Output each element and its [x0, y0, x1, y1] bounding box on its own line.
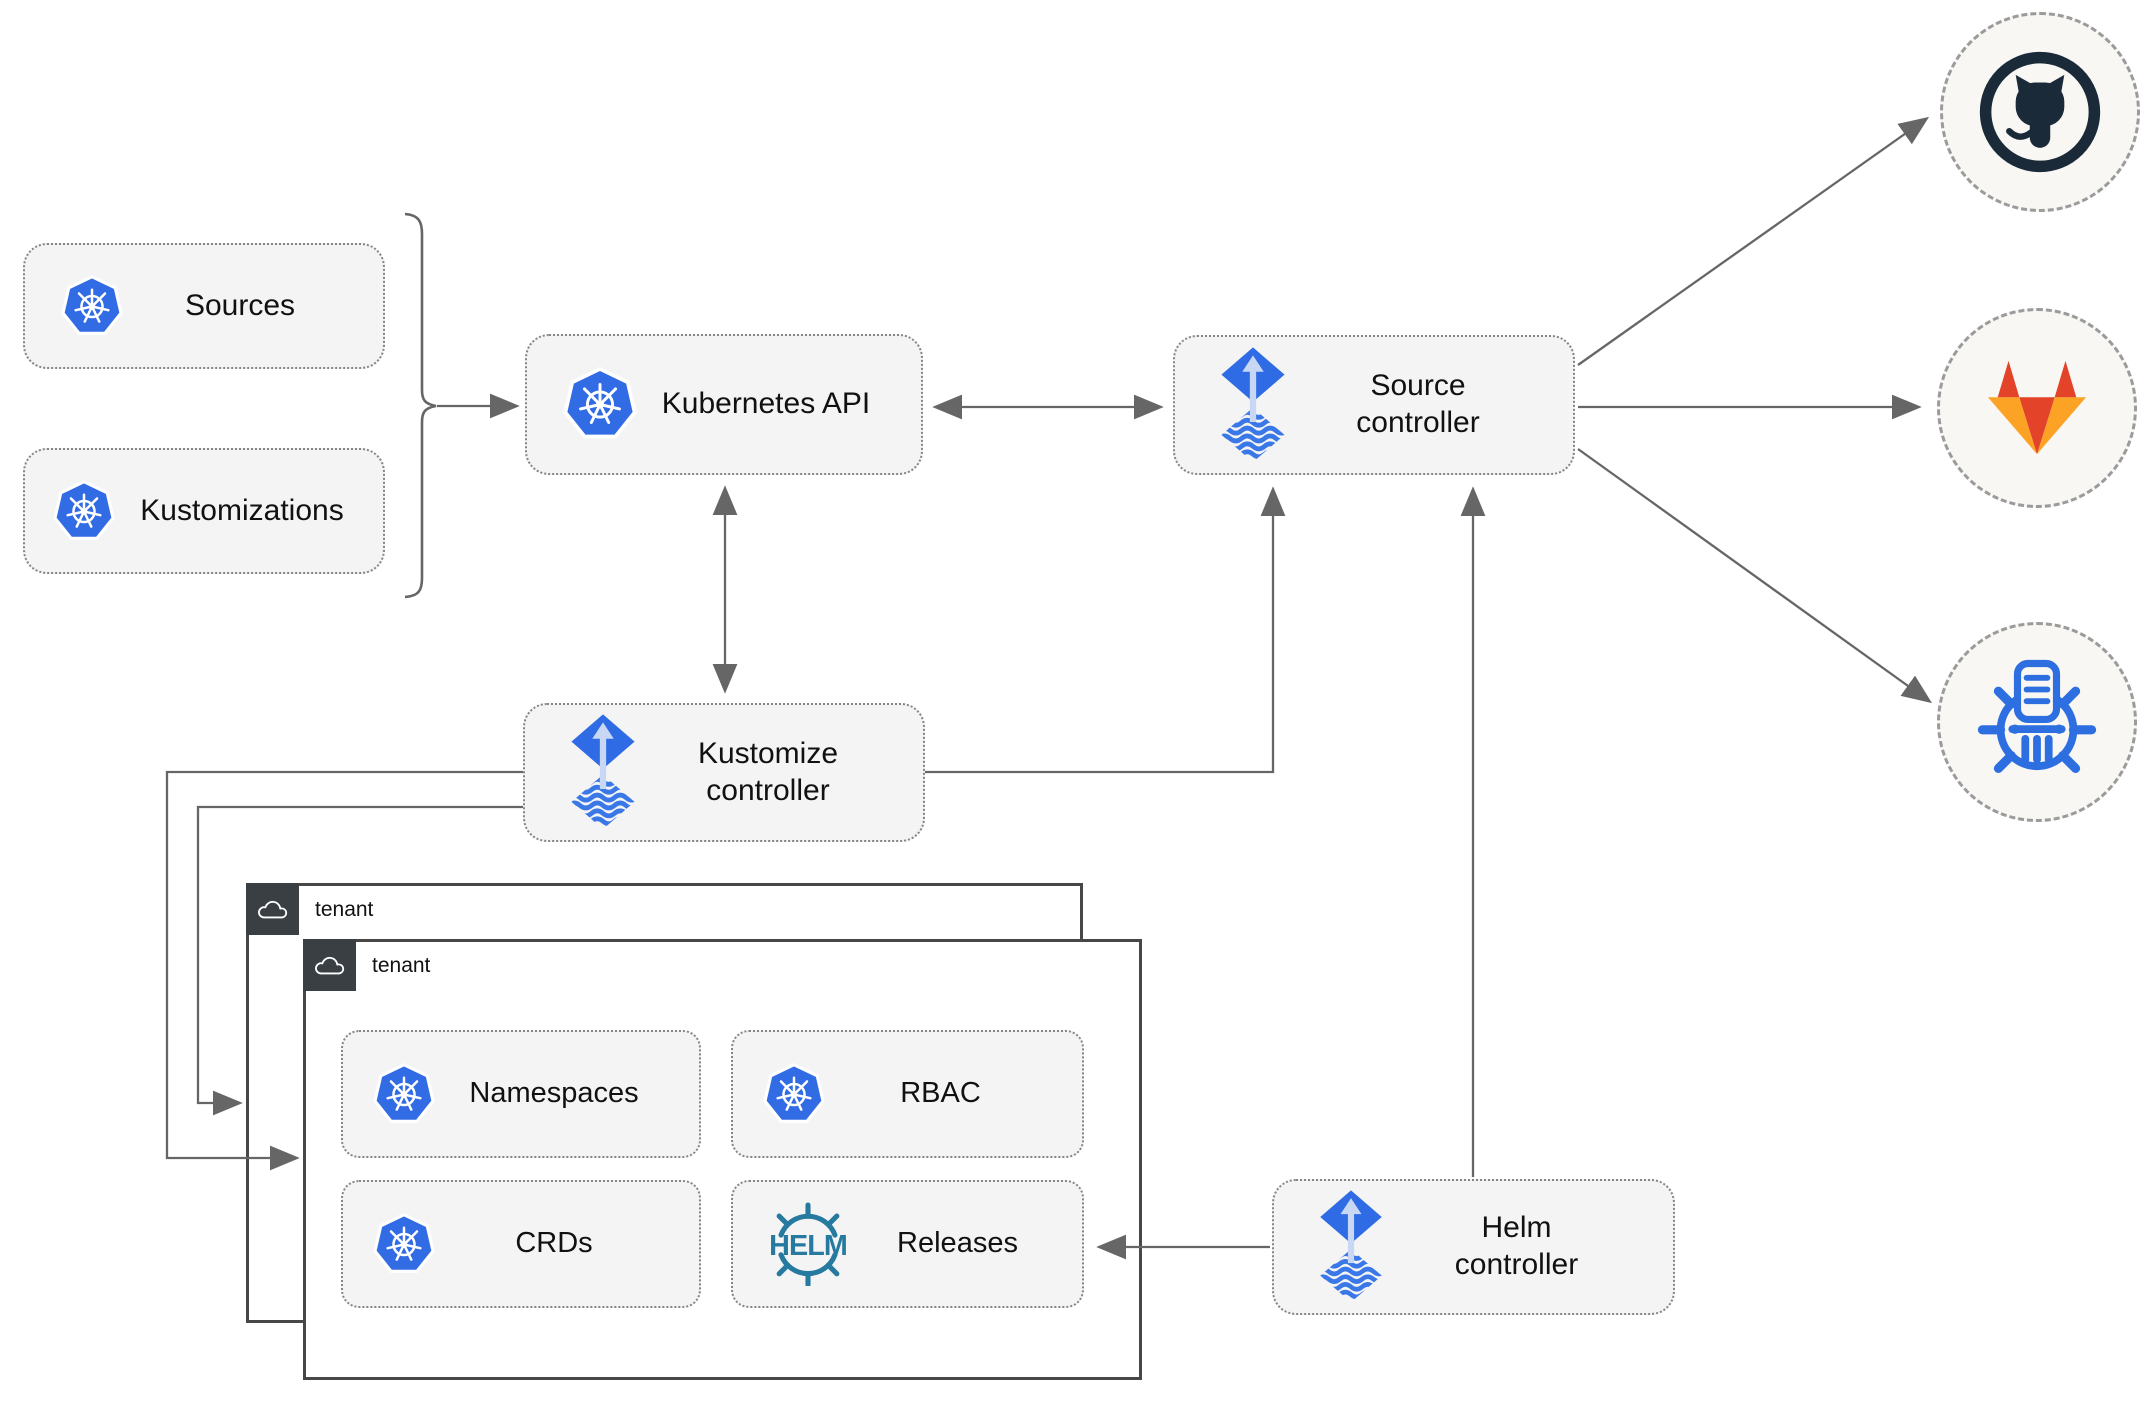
label-line: Helm [1481, 1211, 1552, 1245]
source-controller-label: Source controller [1289, 368, 1573, 441]
kubernetes-icon [53, 479, 115, 544]
flux-icon [1217, 346, 1289, 465]
tenant-label: tenant [315, 898, 374, 921]
label-line: controller [706, 773, 830, 807]
kustomizations-label: Kustomizations [140, 493, 344, 527]
label-line: Kustomize [697, 736, 839, 770]
namespaces-node: Namespaces [341, 1030, 701, 1158]
sources-label: Sources [184, 288, 296, 322]
kubernetes-icon [563, 366, 637, 443]
flux-icon [567, 713, 639, 832]
namespaces-label: Namespaces [469, 1077, 639, 1110]
label-line: controller [1356, 406, 1480, 439]
rbac-node: RBAC [731, 1030, 1084, 1158]
helm-logo-text: HELM [769, 1230, 847, 1262]
kubernetes-icon [61, 274, 123, 339]
brace [404, 212, 437, 599]
gitlab-endpoint [1937, 308, 2137, 508]
helm-icon: HELM [757, 1202, 859, 1286]
crds-label: CRDs [515, 1227, 593, 1260]
chart-repository-icon [1972, 657, 2102, 787]
kustomizations-node: Kustomizations [23, 448, 385, 574]
gitlab-icon [1978, 354, 2096, 462]
arrow-source-to-github [1577, 116, 1930, 366]
tenant-tab [303, 939, 356, 991]
github-endpoint [1940, 12, 2140, 212]
helm-controller-label: Helm controller [1386, 1210, 1673, 1283]
github-icon [1976, 48, 2104, 176]
tenant-box-front: tenant [303, 939, 1142, 1380]
flux-icon [1316, 1189, 1386, 1305]
releases-label: Releases [897, 1227, 1018, 1260]
kubernetes-icon [373, 1062, 435, 1127]
chart-repository-endpoint [1937, 622, 2137, 822]
crds-node: CRDs [341, 1180, 701, 1308]
kubernetes-icon [373, 1212, 435, 1277]
tenant-tab [246, 883, 299, 935]
kubernetes-api-node: Kubernetes API [525, 334, 923, 475]
arrow-source-to-chart-repository [1577, 448, 1933, 704]
tenant-label: tenant [372, 954, 431, 977]
kustomize-controller-label: Kustomize controller [639, 736, 923, 809]
label-line: controller [1454, 1248, 1579, 1281]
helm-controller-node: Helm controller [1272, 1179, 1675, 1315]
cloud-icon [313, 953, 347, 978]
kustomize-controller-node: Kustomize controller [523, 703, 925, 842]
arrow-kustomize-to-source [925, 486, 1286, 774]
kubernetes-api-label: Kubernetes API [661, 387, 871, 421]
releases-node: HELM Releases [731, 1180, 1084, 1308]
sources-node: Sources [23, 243, 385, 369]
kubernetes-icon [763, 1062, 825, 1127]
label-line: Source [1370, 369, 1466, 403]
cloud-icon [256, 897, 290, 922]
source-controller-node: Source controller [1173, 335, 1575, 475]
rbac-label: RBAC [900, 1077, 981, 1110]
